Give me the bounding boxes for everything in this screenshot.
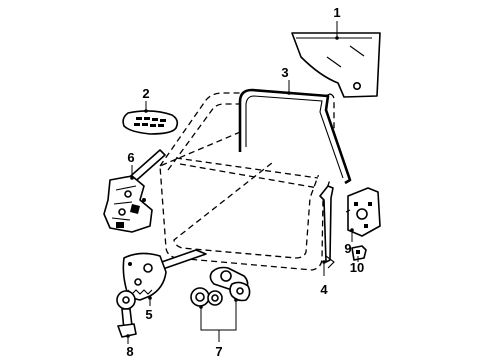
door-glass xyxy=(291,32,381,98)
callout-1: 1 xyxy=(333,5,340,20)
division-bar xyxy=(319,185,335,269)
glass-run-channel xyxy=(238,88,352,185)
callout-4: 4 xyxy=(320,282,328,297)
callout-6: 6 xyxy=(127,150,134,165)
callout-3: 3 xyxy=(281,65,288,80)
callout-2: 2 xyxy=(142,86,149,101)
window-regulator xyxy=(122,249,207,301)
door-outline xyxy=(159,92,335,271)
leader-lines xyxy=(126,21,359,344)
callout-10: 10 xyxy=(350,260,364,275)
latch-clip xyxy=(351,245,367,261)
regulator-crank xyxy=(116,290,137,338)
door-latch xyxy=(345,187,381,237)
handle-bezel xyxy=(122,110,179,135)
callout-9: 9 xyxy=(344,241,351,256)
hinge-assembly xyxy=(103,149,166,233)
callout-7: 7 xyxy=(215,344,222,359)
window-motor xyxy=(190,266,251,307)
callout-5: 5 xyxy=(145,307,152,322)
callout-8: 8 xyxy=(126,344,133,359)
